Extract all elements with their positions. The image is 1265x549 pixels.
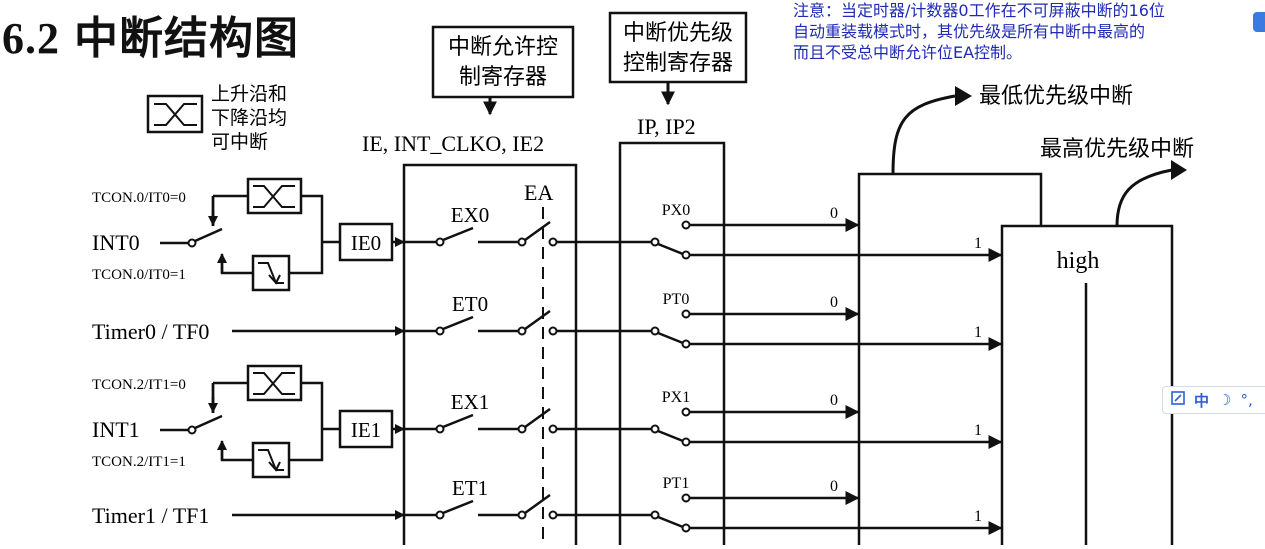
section-title: 中断结构图 bbox=[74, 13, 299, 64]
ea-switch-pivot-ex0 bbox=[517, 237, 527, 247]
ea-switch-ex1 bbox=[524, 407, 551, 429]
flag-label-ex1: IE1 bbox=[351, 418, 381, 442]
priority-register-line-2: 控制寄存器 bbox=[623, 51, 733, 76]
edge-legend: 上升沿和 下降沿均 可中断 bbox=[146, 83, 287, 153]
enable-register-line-2: 制寄存器 bbox=[459, 65, 547, 90]
ime-toolbar[interactable]: 中 ☽ °, bbox=[1162, 386, 1265, 414]
enable-label-et1: ET1 bbox=[452, 476, 488, 500]
enable-switch-ex1 bbox=[442, 413, 474, 429]
legend-line-2: 下降沿均 bbox=[211, 107, 287, 129]
enable-switch-et0 bbox=[442, 315, 474, 331]
enable-label-ex1: EX1 bbox=[451, 390, 490, 414]
enable-switch-ex0 bbox=[442, 226, 474, 242]
legend-line-1: 上升沿和 bbox=[211, 83, 287, 105]
priority-register-names: IP, IP2 bbox=[637, 114, 696, 139]
ime-settings-icon[interactable] bbox=[1171, 391, 1185, 409]
enable-register-label: 中断允许控 制寄存器 IE, INT_CLKO, IE2 bbox=[362, 25, 575, 156]
ea-switch-pivot-ex1 bbox=[517, 424, 527, 434]
falling-edge-icon bbox=[258, 262, 284, 285]
input-label-et0: Timer0 / TF0 bbox=[92, 319, 209, 344]
ime-moon-icon[interactable]: ☽ bbox=[1218, 391, 1232, 409]
enable-switch-et1 bbox=[442, 499, 474, 515]
priority-switch-pivot-et0 bbox=[650, 326, 660, 336]
priority-switch-ex0 bbox=[657, 242, 684, 256]
ea-switch-et0 bbox=[524, 309, 551, 331]
ea-label: EA bbox=[524, 180, 553, 205]
bit-1-label-ex1: 1 bbox=[974, 422, 982, 439]
edge-combine-wire-ex0 bbox=[289, 194, 324, 275]
enable-label-ex0: EX0 bbox=[451, 203, 490, 227]
bit-1-label-et1: 1 bbox=[974, 508, 982, 525]
both-edge-icon bbox=[253, 185, 295, 208]
enable-register-block bbox=[402, 163, 578, 549]
page-heading: 6.2 中断结构图 bbox=[2, 2, 299, 66]
priority-switch-et1 bbox=[657, 515, 684, 529]
priority-label-ex0: PX0 bbox=[662, 202, 690, 219]
both-edge-icon bbox=[154, 103, 197, 126]
enable-label-et0: ET0 bbox=[452, 292, 488, 316]
ea-switch-ex0 bbox=[524, 220, 551, 242]
bit-0-label-ex0: 0 bbox=[830, 205, 838, 222]
both-edge-icon bbox=[253, 372, 295, 395]
mode-label-bottom-ex0: TCON.0/IT0=1 bbox=[92, 267, 186, 283]
edge-combine-wire-ex1 bbox=[289, 381, 324, 462]
mode-label-bottom-ex1: TCON.2/IT1=1 bbox=[92, 454, 186, 470]
mode-label-top-ex1: TCON.2/IT1=0 bbox=[92, 377, 186, 393]
enable-switch-pivot-et0 bbox=[435, 326, 445, 336]
falling-edge-icon bbox=[258, 449, 284, 472]
priority-label-et0: PT0 bbox=[663, 291, 690, 308]
enable-register-names: IE, INT_CLKO, IE2 bbox=[362, 131, 544, 156]
low-priority-output: 最低优先级中断 bbox=[891, 84, 1133, 175]
bit-0-label-et1: 0 bbox=[830, 478, 838, 495]
enable-switch-pivot-ex1 bbox=[435, 424, 445, 434]
priority-label-et1: PT1 bbox=[663, 475, 690, 492]
bit-0-label-et0: 0 bbox=[830, 294, 838, 311]
priority-switch-pivot-ex0 bbox=[650, 237, 660, 247]
priority-register-block bbox=[618, 141, 726, 549]
select-lever-ex1 bbox=[194, 414, 223, 430]
ime-mode-toggle[interactable]: 中 bbox=[1194, 391, 1210, 410]
input-label-ex1: INT1 bbox=[92, 417, 140, 442]
priority-switch-et0 bbox=[657, 331, 684, 345]
ime-punctuation-icon[interactable]: °, bbox=[1240, 391, 1253, 409]
floating-side-button[interactable] bbox=[1253, 12, 1265, 32]
legend-box bbox=[146, 94, 204, 134]
priority-note: 注意：当定时器/计数器0工作在不可屏蔽中断的16位 自动重装载模式时，其优先级是… bbox=[793, 1, 1165, 62]
high-priority-output: 最高优先级中断 bbox=[1040, 137, 1194, 227]
select-pivot-ex0 bbox=[187, 238, 197, 248]
low-priority-label: 最低优先级中断 bbox=[979, 84, 1133, 109]
priority-label-ex1: PX1 bbox=[662, 389, 690, 406]
enable-register-line-1: 中断允许控 bbox=[448, 35, 558, 60]
flag-label-ex0: IE0 bbox=[351, 231, 381, 255]
ea-switch-pivot-et0 bbox=[517, 326, 527, 336]
bit-0-label-ex1: 0 bbox=[830, 392, 838, 409]
ea-switch-pivot-et1 bbox=[517, 510, 527, 520]
select-lever-ex0 bbox=[194, 227, 223, 243]
priority-register-label: 中断优先级 控制寄存器 IP, IP2 bbox=[608, 11, 748, 139]
select-pivot-ex1 bbox=[187, 425, 197, 435]
enable-switch-pivot-et1 bbox=[435, 510, 445, 520]
input-label-et1: Timer1 / TF1 bbox=[92, 503, 209, 528]
priority-switch-pivot-ex1 bbox=[650, 424, 660, 434]
enable-switch-pivot-ex0 bbox=[435, 237, 445, 247]
priority-register-line-1: 中断优先级 bbox=[623, 21, 733, 46]
legend-line-3: 可中断 bbox=[211, 131, 268, 153]
high-priority-label: 最高优先级中断 bbox=[1040, 137, 1194, 162]
input-label-ex0: INT0 bbox=[92, 230, 140, 255]
priority-switch-ex1 bbox=[657, 429, 684, 443]
mode-label-top-ex0: TCON.0/IT0=0 bbox=[92, 190, 186, 206]
high-box-label: high bbox=[1057, 248, 1100, 274]
priority-switch-pivot-et1 bbox=[650, 510, 660, 520]
ea-switch-et1 bbox=[524, 493, 551, 515]
section-number: 6.2 bbox=[2, 14, 60, 63]
bit-1-label-et0: 1 bbox=[974, 324, 982, 341]
bit-1-label-ex0: 1 bbox=[974, 235, 982, 252]
